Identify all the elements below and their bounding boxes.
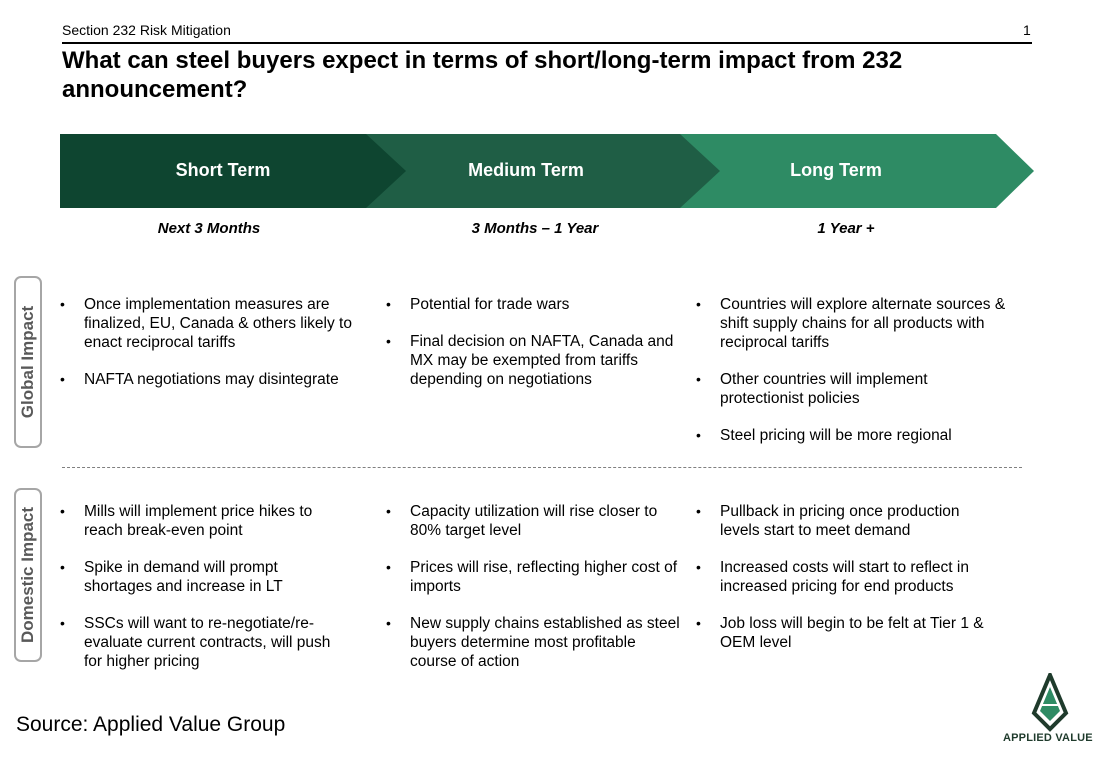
list-item: Potential for trade wars <box>386 295 681 314</box>
list-item: Capacity utilization will rise closer to… <box>386 502 681 540</box>
phase-label-medium: Medium Term <box>468 160 584 180</box>
list-item: Final decision on NAFTA, Canada and MX m… <box>386 332 681 389</box>
phase-label-long: Long Term <box>790 160 882 180</box>
applied-value-logo-icon <box>1031 673 1069 732</box>
timeframe-long: 1 Year + <box>817 220 875 237</box>
list-item: New supply chains established as steel b… <box>386 614 681 671</box>
source-note: Source: Applied Value Group <box>16 713 286 736</box>
global-medium-list: Potential for trade wars Final decision … <box>386 295 681 407</box>
chevron-short-term <box>60 134 406 208</box>
list-item: Increased costs will start to reflect in… <box>696 558 1001 596</box>
row-label-global-text: Global Impact <box>18 305 37 419</box>
row-label-global: Global Impact <box>14 276 42 448</box>
list-item: Spike in demand will prompt shortages an… <box>60 558 350 596</box>
phase-label-short: Short Term <box>175 160 271 180</box>
list-item: NAFTA negotiations may disintegrate <box>60 370 360 389</box>
list-item: Once implementation measures are finaliz… <box>60 295 360 352</box>
chevron-long-term <box>680 134 1034 208</box>
list-item: Countries will explore alternate sources… <box>696 295 1006 352</box>
timeline-chevrons <box>60 134 1034 208</box>
row-label-domestic: Domestic Impact <box>14 488 42 662</box>
list-item: Prices will rise, reflecting higher cost… <box>386 558 681 596</box>
header-rule <box>62 42 1032 44</box>
list-item: Job loss will begin to be felt at Tier 1… <box>696 614 1001 652</box>
page-number: 1 <box>1023 22 1031 38</box>
page-title: What can steel buyers expect in terms of… <box>62 47 903 103</box>
list-item: Pullback in pricing once production leve… <box>696 502 1001 540</box>
list-item: Mills will implement price hikes to reac… <box>60 502 350 540</box>
domestic-short-list: Mills will implement price hikes to reac… <box>60 502 350 689</box>
chevron-medium-term <box>366 134 720 208</box>
timeframe-short: Next 3 Months <box>157 220 261 237</box>
section-label: Section 232 Risk Mitigation <box>62 22 231 38</box>
row-label-domestic-text: Domestic Impact <box>18 506 37 644</box>
list-item: Other countries will implement protectio… <box>696 370 1006 408</box>
row-divider <box>62 467 1022 468</box>
list-item: Steel pricing will be more regional <box>696 426 1006 445</box>
domestic-medium-list: Capacity utilization will rise closer to… <box>386 502 681 689</box>
global-short-list: Once implementation measures are finaliz… <box>60 295 360 407</box>
global-long-list: Countries will explore alternate sources… <box>696 295 1006 463</box>
timeframe-medium: 3 Months – 1 Year <box>471 220 599 237</box>
list-item: SSCs will want to re-negotiate/re-evalua… <box>60 614 350 671</box>
domestic-long-list: Pullback in pricing once production leve… <box>696 502 1001 670</box>
logo-text: APPLIED VALUE <box>1003 732 1093 744</box>
